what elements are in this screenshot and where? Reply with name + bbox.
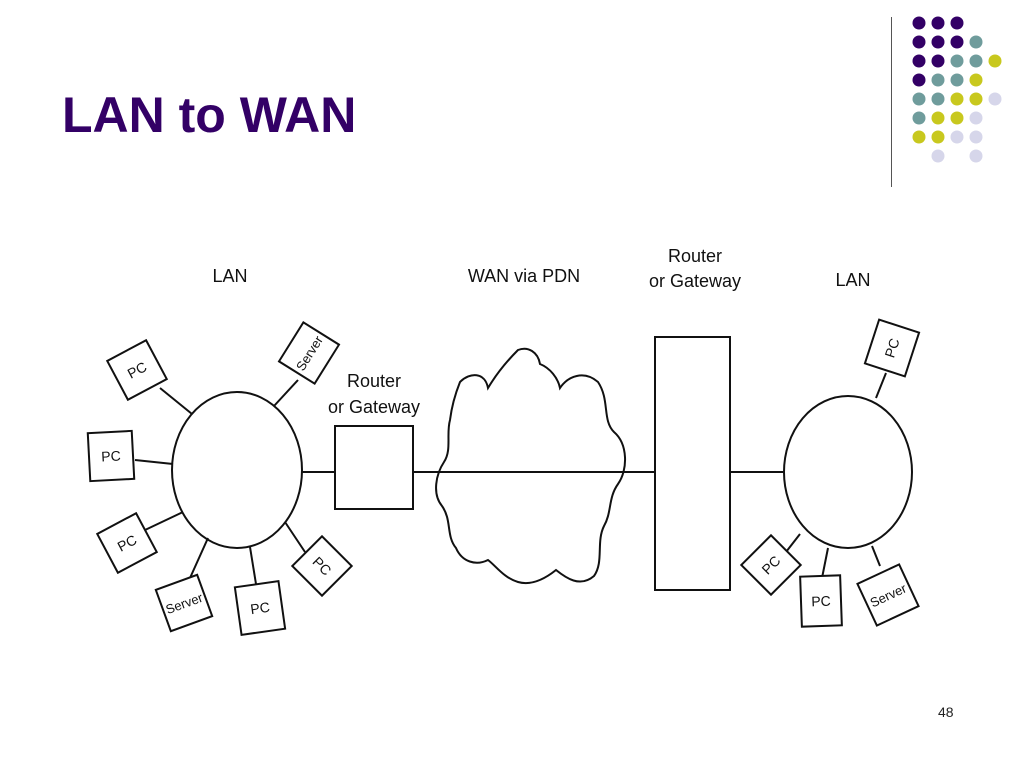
- left-server2-node: Server: [277, 320, 341, 386]
- decorative-dot: [969, 54, 983, 68]
- left-pc2-link: [134, 459, 174, 465]
- left-server1-node: Server: [154, 573, 214, 633]
- decorative-dot-grid: [912, 16, 1002, 163]
- decorative-dot: [950, 111, 964, 125]
- left-pc1-node: PC: [105, 338, 169, 402]
- title-divider: [891, 17, 892, 187]
- decorative-dot: [969, 149, 983, 163]
- left-server2-link: [273, 379, 299, 407]
- decorative-dot: [969, 111, 983, 125]
- right-server1-link: [871, 545, 881, 567]
- decorative-dot: [969, 73, 983, 87]
- lan-right-label: LAN: [835, 270, 870, 290]
- wan-label: WAN via PDN: [468, 266, 580, 286]
- decorative-dot: [912, 35, 926, 49]
- left-pc1-link: [159, 387, 193, 415]
- right-pc1-label: PC: [881, 336, 902, 359]
- right-lan-ring: [783, 395, 913, 549]
- decorative-dot: [988, 92, 1002, 106]
- decorative-dot: [912, 92, 926, 106]
- decorative-dot: [950, 54, 964, 68]
- right-pc1-link: [875, 372, 887, 399]
- decorative-dot: [931, 16, 945, 30]
- left-pc3-node: PC: [95, 511, 159, 575]
- decorative-dot: [950, 16, 964, 30]
- decorative-dot: [931, 92, 945, 106]
- router-right-label-line1: Router: [668, 246, 722, 266]
- left-pc3-link: [144, 511, 184, 531]
- router-left-label-line2: or Gateway: [328, 397, 420, 417]
- left-pc2-label: PC: [101, 448, 121, 465]
- right-router-box: [654, 336, 731, 591]
- decorative-dot: [931, 73, 945, 87]
- decorative-dot: [950, 35, 964, 49]
- left-server1-link: [189, 537, 209, 579]
- wan-cloud: [435, 347, 626, 584]
- router-left-label-line1: Router: [347, 371, 401, 391]
- right-pc3-link: [821, 547, 829, 579]
- left-router-box: [334, 425, 414, 510]
- router-right-label-line2: or Gateway: [649, 271, 741, 291]
- decorative-dot: [931, 111, 945, 125]
- decorative-dot: [950, 73, 964, 87]
- right-pc2-link: [785, 533, 801, 553]
- decorative-dot: [969, 35, 983, 49]
- lan-left-label: LAN: [212, 266, 247, 286]
- right-pc2-node: PC: [739, 533, 803, 597]
- decorative-dot: [931, 149, 945, 163]
- left-pc2-node: PC: [86, 429, 136, 483]
- slide-number: 48: [938, 704, 954, 720]
- decorative-dot: [950, 130, 964, 144]
- decorative-dot: [969, 92, 983, 106]
- decorative-dot: [912, 54, 926, 68]
- decorative-dot: [931, 35, 945, 49]
- right-pc1-node: PC: [863, 318, 921, 378]
- decorative-dot: [912, 16, 926, 30]
- decorative-dot: [950, 92, 964, 106]
- left-pc5-link: [284, 521, 306, 553]
- left-pc4-link: [249, 546, 257, 585]
- decorative-dot: [912, 130, 926, 144]
- decorative-dot: [912, 111, 926, 125]
- decorative-dot: [988, 54, 1002, 68]
- right-server1-node: Server: [856, 563, 920, 627]
- decorative-dot: [912, 73, 926, 87]
- left-pc5-node: PC: [290, 534, 354, 598]
- decorative-dot: [969, 130, 983, 144]
- slide-title: LAN to WAN: [62, 87, 357, 143]
- left-pc4-node: PC: [233, 580, 287, 636]
- left-lan-ring: [171, 391, 303, 549]
- left-pc4-label: PC: [249, 599, 270, 618]
- decorative-dot: [931, 130, 945, 144]
- right-pc3-node: PC: [799, 574, 843, 628]
- right-pc3-label: PC: [811, 593, 831, 610]
- decorative-dot: [931, 54, 945, 68]
